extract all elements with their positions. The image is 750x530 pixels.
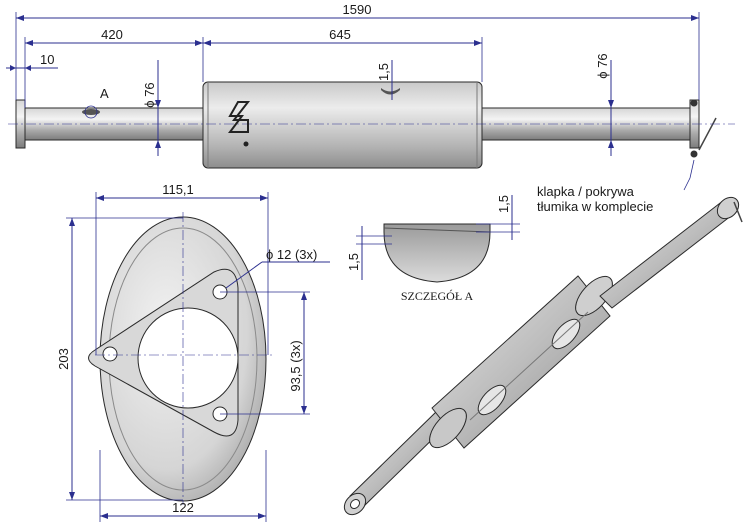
center-bore: [137, 307, 239, 409]
body-slot: [381, 88, 400, 95]
detail-title: SZCZEGÓŁ A: [401, 289, 474, 303]
oval-width-top-label: 115,1: [162, 182, 194, 197]
note-line-2: tłumika w komplecie: [537, 199, 653, 214]
muffler-length-label: 645: [329, 27, 351, 42]
diameter-left-label: ϕ 76: [142, 82, 157, 107]
detail-section: [383, 223, 491, 283]
iso-outlet-flange: [716, 196, 740, 220]
muffler-body: [202, 81, 483, 169]
isometric-view: [343, 196, 743, 516]
iso-outlet-pipe: [599, 199, 737, 309]
diameter-right-label: ϕ 76: [595, 53, 610, 78]
flange-offset-label: 10: [40, 52, 54, 67]
detail-thickness-left-label: 1,5: [346, 253, 361, 271]
hole-diameter-label: ϕ 12 (3x): [266, 247, 317, 262]
iso-inlet-pipe: [349, 411, 449, 509]
iso-flap: [733, 201, 743, 223]
oval-width-bottom-label: 122: [172, 500, 194, 515]
note-line-1: klapka / pokrywa: [537, 184, 635, 199]
oval-height-label: 203: [56, 348, 71, 370]
bolt-hole-left: [102, 346, 118, 362]
hole-spacing-label: 93,5 (3x): [288, 340, 303, 391]
front-view: 115,1 122 203 93,5 (3x) ϕ 12 (3x): [56, 182, 330, 522]
flap: [698, 117, 717, 151]
brand-logo: [228, 101, 251, 147]
detail-thickness-top-label: 1,5: [496, 195, 511, 213]
detail-marker-label: A: [100, 86, 109, 101]
slot-width-label: 1,5: [376, 63, 391, 81]
detail-a: 1,5 1,5 SZCZEGÓŁ A: [346, 195, 520, 303]
side-view: A 1590 420 645 10: [6, 2, 735, 191]
pipe-length-label: 420: [101, 27, 123, 42]
slot-a: [82, 109, 100, 115]
total-length-label: 1590: [343, 2, 372, 17]
